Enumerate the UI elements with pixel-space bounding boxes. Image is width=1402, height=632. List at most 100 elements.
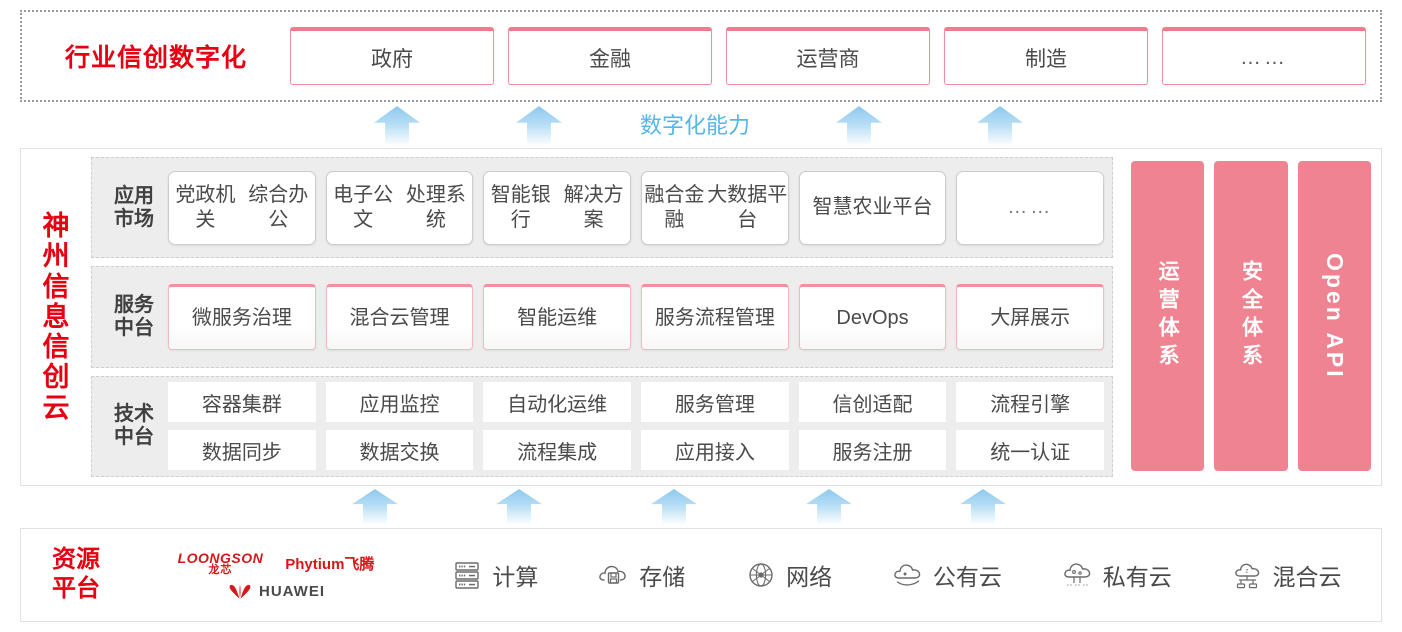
side-panel-open-api-label: Open API bbox=[1321, 252, 1348, 380]
resource-item-compute[interactable]: 计算 bbox=[450, 558, 538, 592]
layer-label-application-market: 应用 市场 bbox=[114, 184, 154, 230]
svc-card-service-process-management[interactable]: 服务流程管理 bbox=[641, 283, 789, 350]
server-icon bbox=[455, 562, 480, 589]
public-cloud-icon bbox=[894, 564, 921, 586]
cloud-title-char: 息 bbox=[42, 301, 70, 332]
phytium-logo: Phytium飞腾 bbox=[285, 555, 375, 573]
tech-card-automated-ops[interactable]: 自动化运维 bbox=[483, 382, 632, 423]
application-market-card-list: 党政机关综合办公 电子公文处理系统 智能银行解决方案 融合金融大数据平台 智慧农… bbox=[168, 170, 1105, 245]
industry-card-more[interactable]: …… bbox=[1162, 27, 1366, 85]
cross-cutting-panel-list: 运营体系 安全体系 Open API bbox=[1123, 157, 1371, 477]
technology-platform-row-2: 数据同步 数据交换 流程集成 应用接入 服务注册 统一认证 bbox=[168, 430, 1105, 471]
svc-card-hybrid-cloud-management[interactable]: 混合云管理 bbox=[325, 283, 474, 350]
layer-application-market: 应用 市场 党政机关综合办公 电子公文处理系统 智能银行解决方案 融合金融大数据… bbox=[91, 157, 1113, 259]
up-arrow-icon bbox=[496, 489, 542, 525]
app-card-party-gov-office[interactable]: 党政机关综合办公 bbox=[168, 170, 316, 245]
huawei-logo: HUAWEI bbox=[227, 583, 325, 600]
technology-platform-card-grid: 容器集群 应用监控 自动化运维 服务管理 信创适配 流程引擎 数据同步 数据交换… bbox=[168, 382, 1105, 471]
svc-card-microservice-governance[interactable]: 微服务治理 bbox=[168, 283, 316, 350]
app-card-edoc-system[interactable]: 电子公文处理系统 bbox=[325, 170, 474, 245]
resource-item-network[interactable]: 网络 bbox=[744, 558, 832, 592]
resource-item-storage-label: 存储 bbox=[639, 564, 686, 590]
tech-card-data-sync[interactable]: 数据同步 bbox=[168, 430, 316, 471]
resource-arrow-row-bottom bbox=[0, 487, 1402, 525]
app-card-finance-bigdata-platform[interactable]: 融合金融大数据平台 bbox=[641, 170, 789, 245]
side-panel-security-system[interactable]: 安全体系 bbox=[1214, 161, 1288, 471]
industry-card-finance[interactable]: 金融 bbox=[508, 27, 712, 85]
loongson-logo: LOONGSON 龙芯 bbox=[178, 551, 264, 576]
resource-item-storage[interactable]: 存储 bbox=[597, 558, 685, 592]
loongson-logo-cn: 龙芯 bbox=[208, 563, 233, 576]
vendor-logo-row-top: LOONGSON 龙芯 Phytium飞腾 bbox=[178, 551, 375, 576]
cloud-layers-column: 应用 市场 党政机关综合办公 电子公文处理系统 智能银行解决方案 融合金融大数据… bbox=[91, 157, 1113, 477]
up-arrow-icon bbox=[960, 489, 1006, 525]
loongson-logo-en: LOONGSON bbox=[177, 549, 264, 566]
layer-label-technology-platform: 技术 中台 bbox=[114, 403, 154, 449]
industry-card-government[interactable]: 政府 bbox=[290, 27, 494, 85]
cloud-title-char: 信 bbox=[42, 332, 70, 363]
resource-item-hybrid-cloud-label: 混合云 bbox=[1272, 564, 1342, 590]
resource-item-public-cloud-label: 公有云 bbox=[932, 564, 1002, 590]
resource-item-compute-label: 计算 bbox=[492, 564, 539, 590]
up-arrow-icon bbox=[352, 489, 398, 525]
resource-item-public-cloud[interactable]: 公有云 bbox=[891, 558, 1002, 592]
side-panel-open-api[interactable]: Open API bbox=[1297, 161, 1371, 471]
industry-card-manufacturing[interactable]: 制造 bbox=[944, 27, 1148, 85]
industry-card-telecom[interactable]: 运营商 bbox=[726, 27, 930, 85]
industry-card-more-label: …… bbox=[1240, 45, 1288, 69]
capability-label: 数字化能力 bbox=[640, 113, 751, 138]
tech-card-unified-authentication[interactable]: 统一认证 bbox=[956, 430, 1105, 471]
svc-card-devops[interactable]: DevOps bbox=[798, 283, 947, 350]
up-arrow-icon bbox=[651, 489, 697, 525]
app-card-more[interactable]: …… bbox=[956, 170, 1105, 245]
capability-arrow-row-top: 数字化能力 bbox=[0, 104, 1402, 146]
industry-card-list: 政府 金融 运营商 制造 …… bbox=[290, 27, 1380, 85]
tech-card-data-exchange[interactable]: 数据交换 bbox=[325, 430, 474, 471]
tech-card-application-access[interactable]: 应用接入 bbox=[641, 430, 789, 471]
svc-card-large-screen-display[interactable]: 大屏展示 bbox=[956, 283, 1105, 350]
up-arrow-icon bbox=[806, 489, 852, 525]
cloud-storage-icon bbox=[599, 565, 626, 584]
svc-card-intelligent-ops[interactable]: 智能运维 bbox=[483, 283, 632, 350]
tech-card-service-management[interactable]: 服务管理 bbox=[641, 382, 789, 423]
cloud-title-char: 州 bbox=[42, 241, 70, 272]
resource-item-network-label: 网络 bbox=[786, 564, 833, 590]
hybrid-cloud-icon: z bbox=[1234, 563, 1259, 589]
layer-service-platform: 服务 中台 微服务治理 混合云管理 智能运维 服务流程管理 DevOps 大屏展… bbox=[91, 266, 1113, 368]
app-card-smart-agriculture-platform[interactable]: 智慧农业平台 bbox=[798, 170, 947, 245]
private-cloud-icon bbox=[1063, 563, 1090, 586]
up-arrow-icon bbox=[374, 106, 420, 146]
cloud-title-char: 信 bbox=[42, 271, 70, 302]
resource-item-hybrid-cloud[interactable]: z 混合云 bbox=[1231, 558, 1342, 592]
resource-platform-panel: 资源 平台 LOONGSON 龙芯 Phytium飞腾 HUAWEI bbox=[20, 528, 1382, 622]
cloud-platform-title: 神 州 信 息 信 创 云 bbox=[21, 149, 91, 485]
tech-card-process-integration[interactable]: 流程集成 bbox=[483, 430, 632, 471]
tech-card-application-monitoring[interactable]: 应用监控 bbox=[325, 382, 474, 423]
cloud-title-char: 创 bbox=[42, 362, 70, 393]
tech-card-service-registry[interactable]: 服务注册 bbox=[798, 430, 947, 471]
resource-item-private-cloud[interactable]: 私有云 bbox=[1061, 558, 1172, 592]
tech-card-process-engine[interactable]: 流程引擎 bbox=[956, 382, 1105, 423]
app-card-smart-bank-solution[interactable]: 智能银行解决方案 bbox=[483, 170, 632, 245]
huawei-logo-text: HUAWEI bbox=[259, 582, 325, 600]
svg-text:z: z bbox=[1245, 569, 1248, 575]
vendor-logo-group: LOONGSON 龙芯 Phytium飞腾 HUAWEI bbox=[131, 551, 421, 600]
service-platform-card-list: 微服务治理 混合云管理 智能运维 服务流程管理 DevOps 大屏展示 bbox=[168, 283, 1105, 350]
cloud-platform-panel: 神 州 信 息 信 创 云 应用 市场 党政机关综合办公 电子公文处理系统 bbox=[20, 148, 1382, 486]
side-panel-security-label: 安全体系 bbox=[1239, 260, 1263, 372]
industry-band-title: 行业信创数字化 bbox=[64, 44, 247, 72]
resource-platform-title: 资源 平台 bbox=[52, 546, 100, 602]
side-panel-operations-system[interactable]: 运营体系 bbox=[1131, 161, 1205, 471]
up-arrow-icon bbox=[516, 106, 562, 146]
tech-card-xinchuang-adaptation[interactable]: 信创适配 bbox=[798, 382, 947, 423]
up-arrow-icon bbox=[977, 106, 1023, 146]
side-panel-operations-label: 运营体系 bbox=[1156, 260, 1180, 372]
technology-platform-row-1: 容器集群 应用监控 自动化运维 服务管理 信创适配 流程引擎 bbox=[168, 382, 1105, 423]
cloud-title-char: 云 bbox=[42, 392, 70, 423]
industry-band: 行业信创数字化 政府 金融 运营商 制造 …… bbox=[20, 10, 1382, 102]
cloud-title-char: 神 bbox=[42, 211, 70, 242]
resource-item-private-cloud-label: 私有云 bbox=[1102, 564, 1172, 590]
cloud-platform-body: 应用 市场 党政机关综合办公 电子公文处理系统 智能银行解决方案 融合金融大数据… bbox=[91, 149, 1381, 485]
tech-card-container-cluster[interactable]: 容器集群 bbox=[168, 382, 316, 423]
layer-label-service-platform: 服务 中台 bbox=[114, 293, 154, 339]
